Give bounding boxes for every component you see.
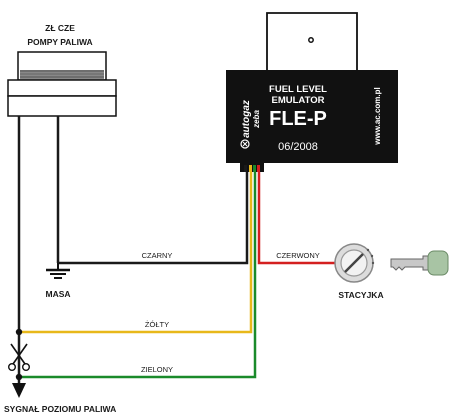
emulator-module: autogaz zeba FUEL LEVEL EMULATOR FLE-P 0… [226, 12, 398, 172]
module-model: FLE-P [269, 108, 327, 130]
ground-label: MASA [45, 289, 70, 299]
wire-label-black: CZARNY [142, 251, 173, 260]
brand-name: autogaz [241, 100, 252, 138]
signal-label: SYGNAŁ POZIOMU PALIWA [4, 404, 116, 414]
wire-yellow [19, 172, 253, 334]
module-line2: EMULATOR [272, 95, 325, 106]
wire-label-red: CZERWONY [276, 251, 320, 260]
wire-label-green: ZIELONY [141, 365, 173, 374]
arrow-down-icon [12, 383, 26, 398]
junction-green [15, 373, 23, 381]
wire-red [257, 172, 344, 265]
key-icon [390, 250, 449, 276]
pump-title-line1: ZŁ CZE [45, 23, 75, 33]
module-website: www.ac.com.pl [373, 87, 382, 146]
ignition-label: STACYJKA [338, 290, 383, 300]
ignition-lock-icon [334, 243, 375, 283]
wire-green [19, 172, 257, 379]
brand-suffix: zeba [252, 110, 261, 129]
module-date: 06/2008 [278, 141, 318, 153]
wire-black [56, 116, 249, 265]
module-line1: FUEL LEVEL [269, 84, 327, 95]
junction-yellow [15, 328, 23, 336]
scissors-icon [7, 343, 30, 371]
pump-title-line2: POMPY PALIWA [27, 37, 92, 47]
brand-logo: autogaz zeba [240, 100, 261, 149]
wire-label-yellow: ŻÓŁTY [145, 320, 169, 329]
pump-connector [7, 51, 117, 117]
ground-icon [46, 263, 70, 279]
